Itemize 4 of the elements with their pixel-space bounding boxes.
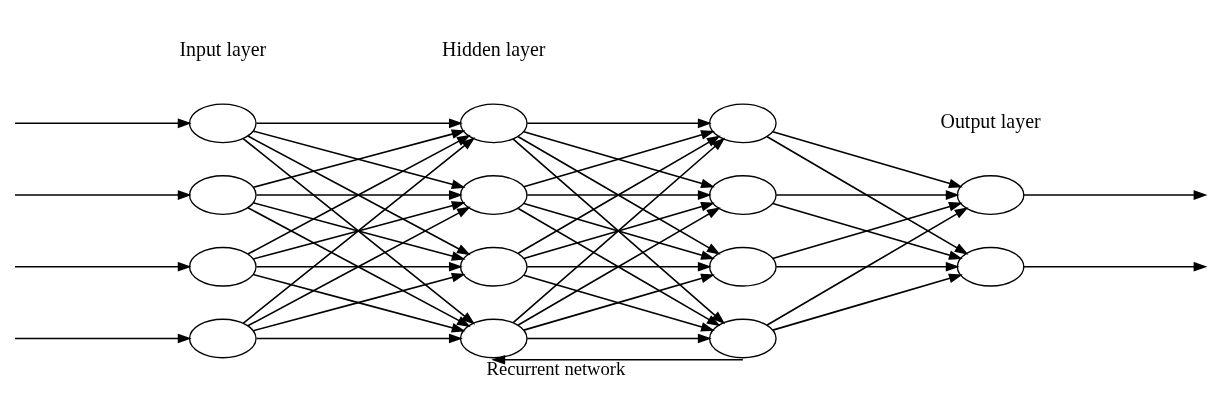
label: Input layer bbox=[179, 37, 267, 60]
label: Output layer bbox=[940, 109, 1041, 132]
edge-label: Recurrent network bbox=[486, 357, 626, 379]
label: Hidden layer bbox=[442, 37, 546, 60]
